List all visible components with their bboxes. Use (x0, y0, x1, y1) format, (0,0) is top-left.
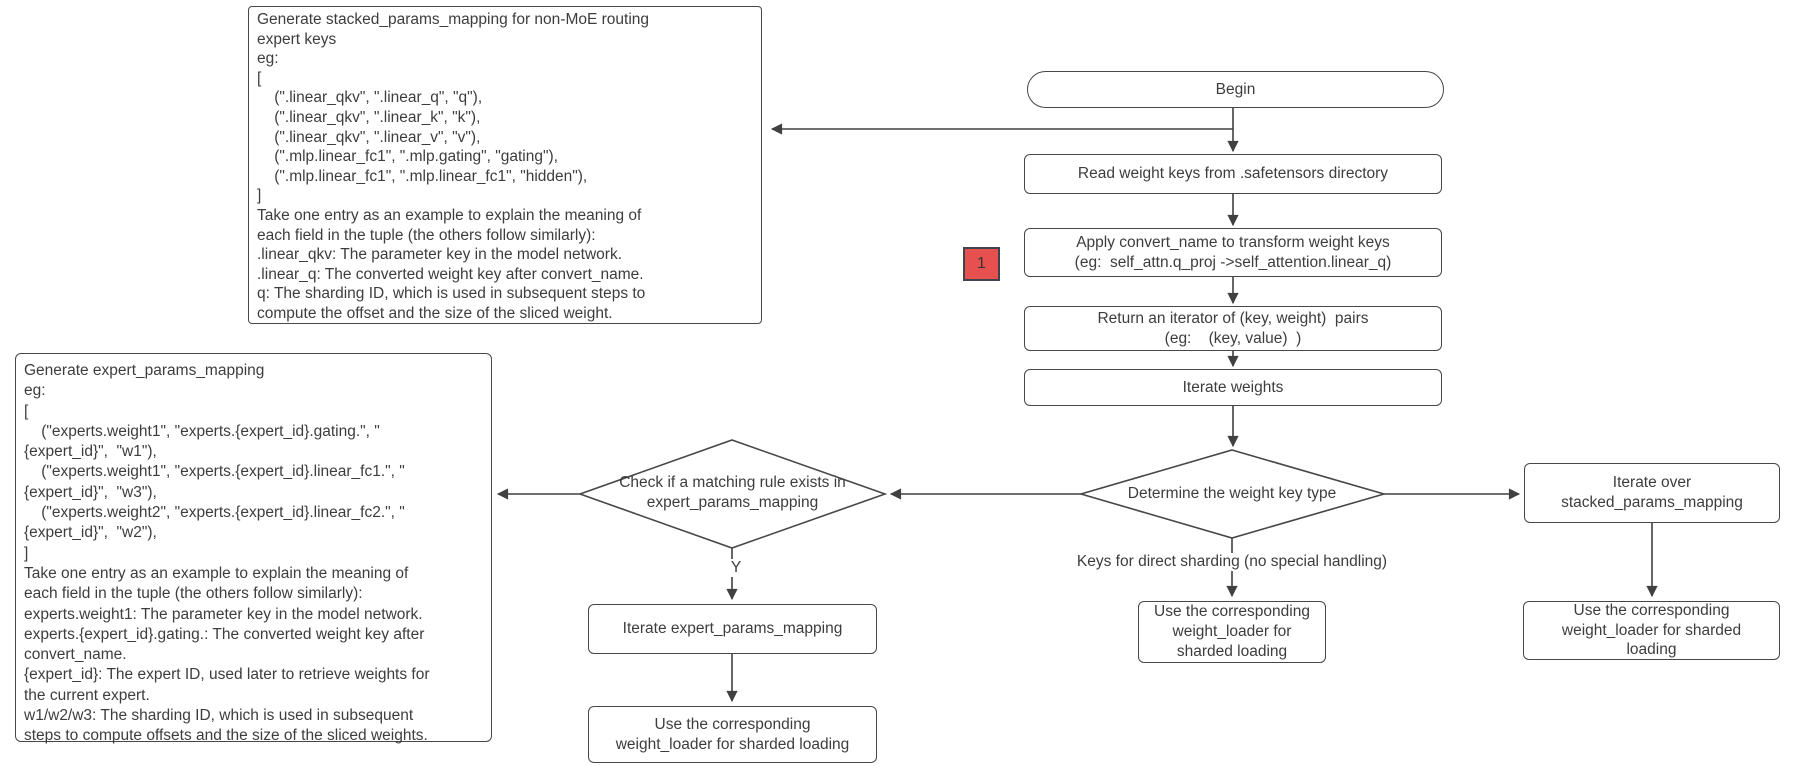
check-matching-rule-label: Check if a matching rule exists in exper… (619, 474, 846, 512)
node-begin: Begin (1027, 71, 1444, 108)
node-use-weight-loader-stacked: Use the corresponding weight_loader for … (1523, 601, 1780, 660)
direct-sharding-label: Keys for direct sharding (no special han… (1072, 553, 1392, 571)
yes-branch-label: Y (723, 559, 749, 577)
note-expert-params-mapping: Generate expert_params_mapping eg: [ ("e… (15, 353, 492, 744)
node-iterate-expert-params-mapping: Iterate expert_params_mapping (588, 604, 877, 654)
node-use-weight-loader-direct: Use the corresponding weight_loader for … (1138, 601, 1326, 663)
note-stacked-params-mapping: Generate stacked_params_mapping for non-… (248, 6, 762, 324)
diamond-determine-key-type (1078, 449, 1387, 539)
step-badge-1: 1 (963, 247, 1000, 281)
node-iterate-weights: Iterate weights (1024, 369, 1442, 406)
diamond-check-matching-rule (577, 439, 888, 549)
node-use-weight-loader-expert: Use the corresponding weight_loader for … (588, 706, 877, 763)
determine-key-type-label: Determine the weight key type (1127, 485, 1337, 502)
node-apply-convert-name: Apply convert_name to transform weight k… (1024, 228, 1442, 277)
node-return-iterator: Return an iterator of (key, weight) pair… (1024, 306, 1442, 351)
node-iterate-stacked-params-mapping: Iterate over stacked_params_mapping (1524, 463, 1780, 523)
node-read-weight-keys: Read weight keys from .safetensors direc… (1024, 154, 1442, 194)
